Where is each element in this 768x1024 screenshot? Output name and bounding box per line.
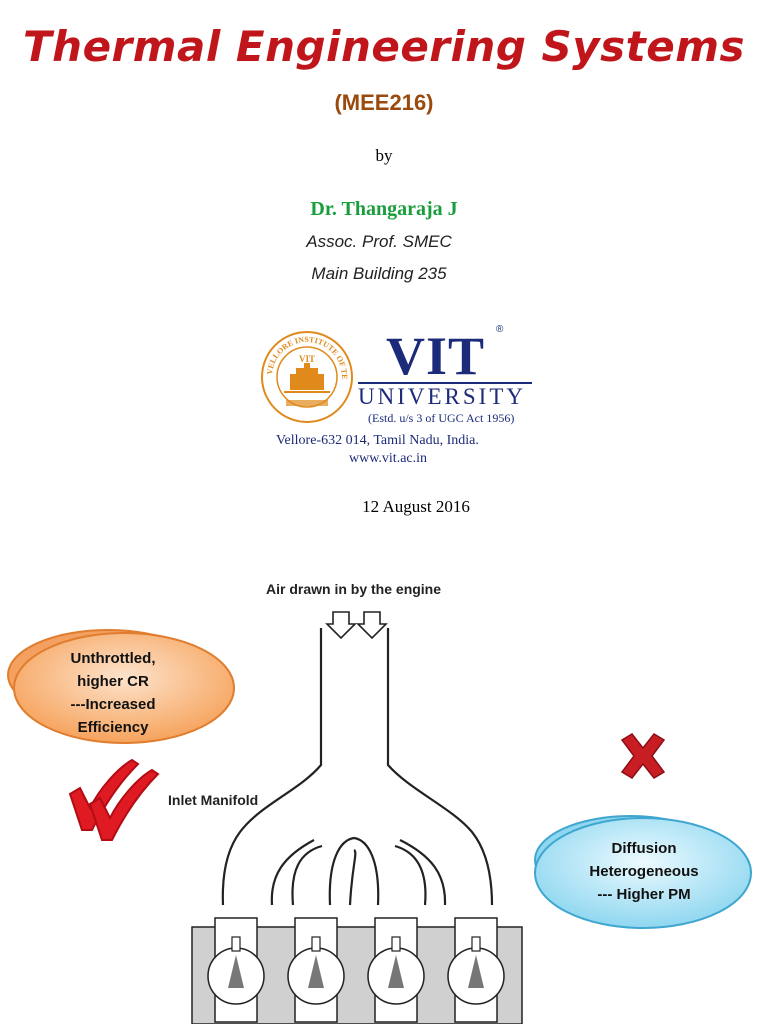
- author-name: Dr. Thangaraja J: [310, 198, 458, 220]
- left-bubble-line: higher CR: [77, 673, 149, 690]
- author-role: Assoc. Prof. SMEC: [306, 232, 452, 251]
- presentation-date: 12 August 2016: [362, 497, 470, 516]
- inlet-manifold-diagram: [7, 611, 752, 1024]
- logo-address: Vellore-632 014, Tamil Nadu, India.: [276, 433, 479, 448]
- air-label: Air drawn in by the engine: [266, 581, 442, 597]
- left-bubble-line: Efficiency: [77, 719, 149, 736]
- vit-seal-icon: VELLORE INSTITUTE OF TECHNOLOGY VIT: [260, 330, 353, 423]
- cross-icon: [620, 733, 666, 779]
- check-icon: [68, 758, 160, 841]
- course-code: (MEE216): [334, 90, 434, 115]
- right-bubble-line: Heterogeneous: [589, 863, 699, 880]
- author-office: Main Building 235: [311, 264, 447, 283]
- logo-university: UNIVERSITY: [358, 384, 526, 409]
- right-bubble-text: Diffusion Heterogeneous --- Higher PM: [554, 837, 734, 906]
- manifold-outline: [221, 628, 494, 906]
- right-bubble: [534, 817, 752, 929]
- manifold-label: Inlet Manifold: [168, 792, 259, 808]
- air-arrow-icon: [325, 611, 388, 640]
- vit-logo: VELLORE INSTITUTE OF TECHNOLOGY VIT: [260, 326, 532, 466]
- fuel-spray-icon: [228, 955, 484, 988]
- by-text: by: [375, 146, 393, 165]
- logo-registered-mark: ®: [496, 324, 504, 335]
- logo-website: www.vit.ac.in: [349, 451, 428, 466]
- right-bubble-line: Diffusion: [611, 840, 677, 857]
- left-bubble-line: ---Increased: [70, 696, 156, 713]
- page-title: Thermal Engineering Systems: [23, 22, 745, 71]
- left-bubble: [13, 632, 235, 744]
- logo-vit: VIT: [386, 326, 486, 386]
- injector-icon: [231, 936, 481, 952]
- left-bubble-text: Unthrottled, higher CR ---Increased Effi…: [38, 647, 188, 739]
- seal-vit-text: VIT: [299, 354, 315, 364]
- right-bubble-line: --- Higher PM: [597, 886, 691, 903]
- logo-divider: [358, 382, 532, 384]
- logo-established: (Estd. u/s 3 of UGC Act 1956): [368, 411, 515, 425]
- left-bubble-line: Unthrottled,: [70, 650, 156, 667]
